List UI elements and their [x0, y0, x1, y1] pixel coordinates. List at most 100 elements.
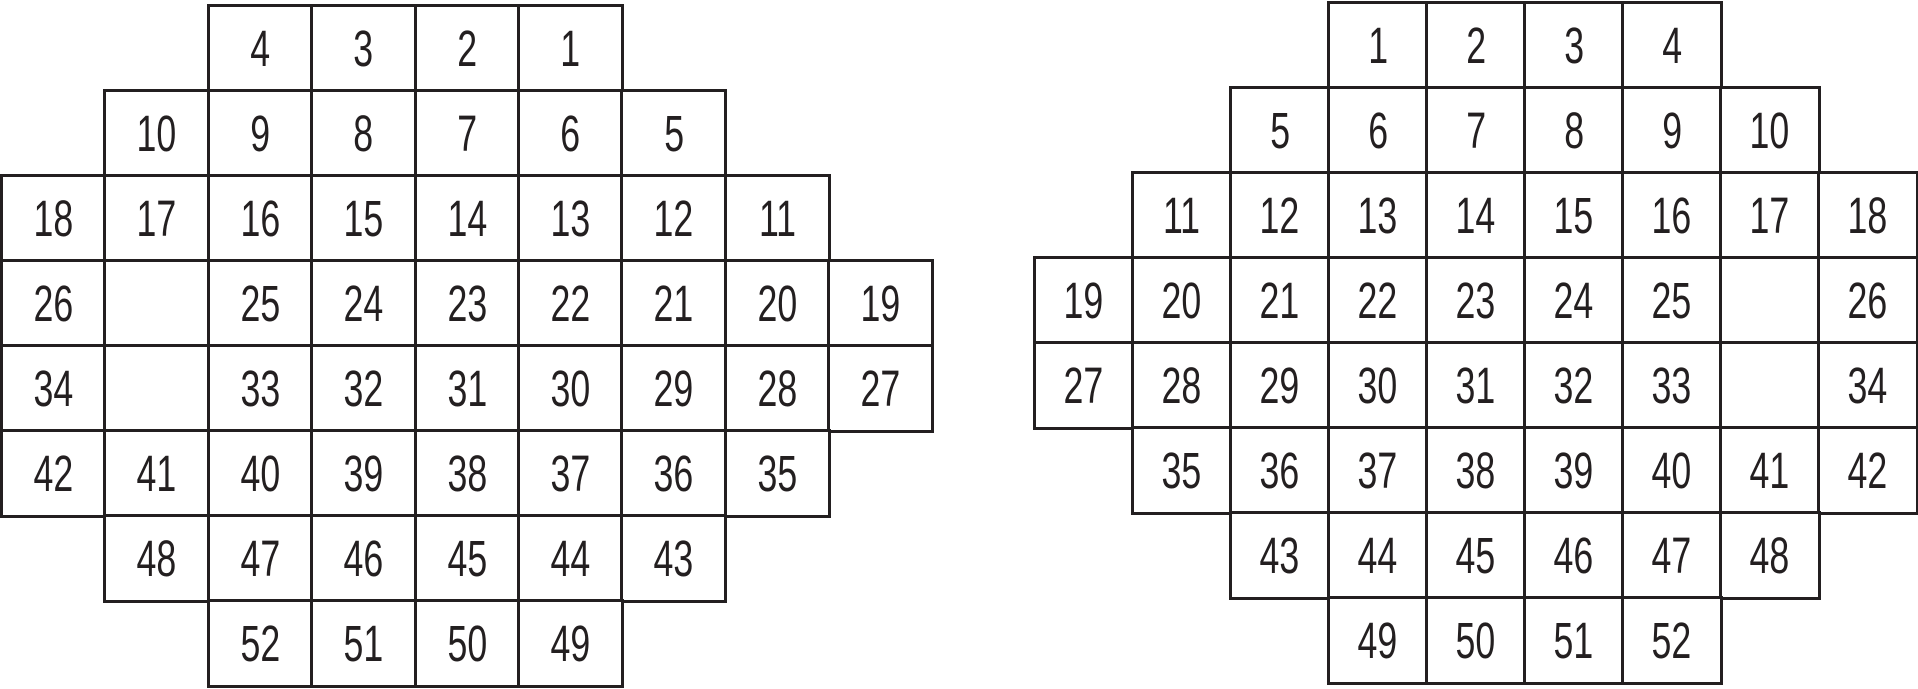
cell-number: 16	[1651, 186, 1692, 244]
grid-cell-46: 46	[1523, 511, 1625, 600]
grid-cell-10: 10	[1719, 86, 1821, 175]
grid-cell-44: 44	[1327, 511, 1429, 600]
grid-cell-23: 23	[413, 259, 521, 348]
grid-cell-49: 49	[517, 599, 624, 688]
cell-number: 22	[550, 274, 591, 332]
cell-number: 30	[1357, 356, 1398, 414]
cell-number: 20	[1161, 271, 1202, 329]
cell-number: 5	[1269, 101, 1290, 159]
cell-number: 26	[1847, 271, 1888, 329]
cell-number: 44	[1357, 526, 1398, 584]
grid-cell-13: 13	[517, 174, 624, 263]
grid-cell-16: 16	[1621, 171, 1723, 260]
cell-number: 3	[353, 19, 374, 77]
cell-number: 1	[560, 19, 581, 77]
grid-cell-51: 51	[310, 599, 418, 688]
grid-cell-5: 5	[620, 89, 728, 178]
cell-number: 1	[1367, 16, 1388, 74]
cell-number: 46	[1553, 526, 1594, 584]
cell-number: 29	[653, 359, 694, 417]
cell-number: 11	[1163, 186, 1201, 244]
cell-number: 36	[1259, 441, 1300, 499]
cell-number: 34	[1847, 356, 1888, 414]
grid-cell-31: 31	[413, 344, 521, 433]
cell-number: 50	[1455, 611, 1496, 669]
grid-cell-37: 37	[1327, 426, 1429, 515]
grid-cell-18: 18	[1817, 171, 1918, 260]
grid-cell-50: 50	[1425, 596, 1527, 685]
cell-number: 10	[136, 104, 177, 162]
cell-number: 25	[1651, 271, 1692, 329]
grid-cell-22: 22	[517, 259, 624, 348]
cell-number: 27	[1063, 356, 1104, 414]
grid-cell-9: 9	[1621, 86, 1723, 175]
grid-cell-5: 5	[1229, 86, 1331, 175]
cell-number: 15	[1553, 186, 1594, 244]
cell-number: 4	[1661, 16, 1682, 74]
grid-cell-38: 38	[413, 429, 521, 518]
grid-cell-44: 44	[517, 514, 624, 603]
cell-number: 31	[1455, 356, 1496, 414]
cell-number: 27	[860, 359, 901, 417]
cell-number: 22	[1357, 271, 1398, 329]
grid-cell-52: 52	[1621, 596, 1723, 685]
grid-cell-2: 2	[413, 4, 521, 93]
cell-number: 41	[136, 444, 177, 502]
cell-number: 20	[757, 274, 798, 332]
cell-number: 48	[136, 529, 177, 587]
grid-cell-30: 30	[517, 344, 624, 433]
grid-cell-45: 45	[413, 514, 521, 603]
cell-number: 19	[860, 274, 901, 332]
grid-cell-8: 8	[1523, 86, 1625, 175]
cell-number: 45	[447, 529, 487, 587]
grid-cell-7: 7	[1425, 86, 1527, 175]
blind-spot-cell	[1719, 256, 1821, 345]
grid-cell-36: 36	[620, 429, 728, 518]
grid-cell-25: 25	[1621, 256, 1723, 345]
cell-number: 37	[1357, 441, 1398, 499]
cell-number: 16	[240, 189, 281, 247]
cell-number: 25	[240, 274, 281, 332]
grid-cell-48: 48	[103, 514, 211, 603]
grid-cell-34: 34	[0, 344, 107, 433]
cell-number: 10	[1749, 101, 1790, 159]
cell-number: 36	[653, 444, 694, 502]
grid-cell-33: 33	[206, 344, 314, 433]
cell-number: 28	[757, 359, 798, 417]
cell-number: 44	[550, 529, 591, 587]
grid-cell-18: 18	[0, 174, 107, 263]
blind-spot-cell	[1719, 341, 1821, 430]
cell-number: 21	[1259, 271, 1300, 329]
cell-number: 18	[1847, 186, 1888, 244]
grid-cell-47: 47	[1621, 511, 1723, 600]
cell-number: 7	[1465, 101, 1486, 159]
grid-cell-26: 26	[1817, 256, 1918, 345]
grid-cell-15: 15	[1523, 171, 1625, 260]
cell-number: 4	[250, 19, 271, 77]
cell-number: 3	[1563, 16, 1584, 74]
grid-cell-4: 4	[1621, 1, 1723, 90]
cell-number: 31	[447, 359, 487, 417]
cell-number: 32	[1553, 356, 1594, 414]
grid-cell-46: 46	[310, 514, 418, 603]
grid-cell-15: 15	[310, 174, 418, 263]
grid-cell-11: 11	[723, 174, 831, 263]
cell-number: 37	[550, 444, 591, 502]
grid-cell-21: 21	[1229, 256, 1331, 345]
cell-number: 19	[1063, 271, 1104, 329]
cell-number: 23	[447, 274, 487, 332]
cell-number: 33	[1651, 356, 1692, 414]
cell-number: 48	[1749, 526, 1790, 584]
grid-cell-1: 1	[1327, 1, 1429, 90]
grid-cell-42: 42	[0, 429, 107, 518]
cell-number: 7	[457, 104, 477, 162]
cell-number: 14	[1455, 186, 1496, 244]
grid-cell-6: 6	[517, 89, 624, 178]
grid-cell-40: 40	[1621, 426, 1723, 515]
grid-cell-33: 33	[1621, 341, 1723, 430]
cell-number: 52	[1651, 611, 1692, 669]
cell-number: 49	[550, 614, 591, 672]
grid-cell-31: 31	[1425, 341, 1527, 430]
grid-cell-25: 25	[206, 259, 314, 348]
